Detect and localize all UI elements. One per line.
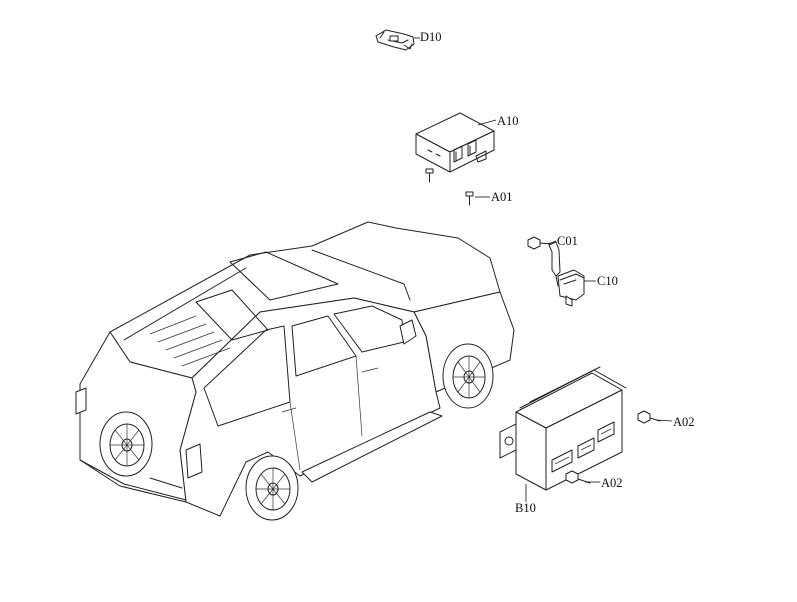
callout-d10: D10 xyxy=(420,30,442,44)
part-d10-sensor xyxy=(375,29,415,51)
callout-a02-upper: A02 xyxy=(673,415,695,429)
part-b10-module xyxy=(499,366,627,491)
vehicle-suv-drawing xyxy=(75,221,515,521)
spare-tire xyxy=(99,411,153,477)
callout-a02-lower: A02 xyxy=(601,476,623,490)
callout-b10: B10 xyxy=(515,501,536,515)
part-c01-bolt xyxy=(527,236,553,250)
part-a02-screw-upper xyxy=(637,410,661,424)
leader-a02-upper xyxy=(655,419,673,422)
part-a10-screw xyxy=(425,168,434,183)
callout-c10: C10 xyxy=(597,274,618,288)
part-a10-module xyxy=(415,112,495,173)
leader-c01 xyxy=(547,240,557,245)
part-c10-sensor xyxy=(548,241,585,307)
callout-a10: A10 xyxy=(497,114,519,128)
front-wheel xyxy=(442,343,494,409)
leader-a10 xyxy=(477,119,497,126)
callout-c01: C01 xyxy=(557,234,578,248)
part-a01-screw xyxy=(465,191,474,206)
callout-a01: A01 xyxy=(491,190,513,204)
rear-wheel xyxy=(245,455,299,521)
